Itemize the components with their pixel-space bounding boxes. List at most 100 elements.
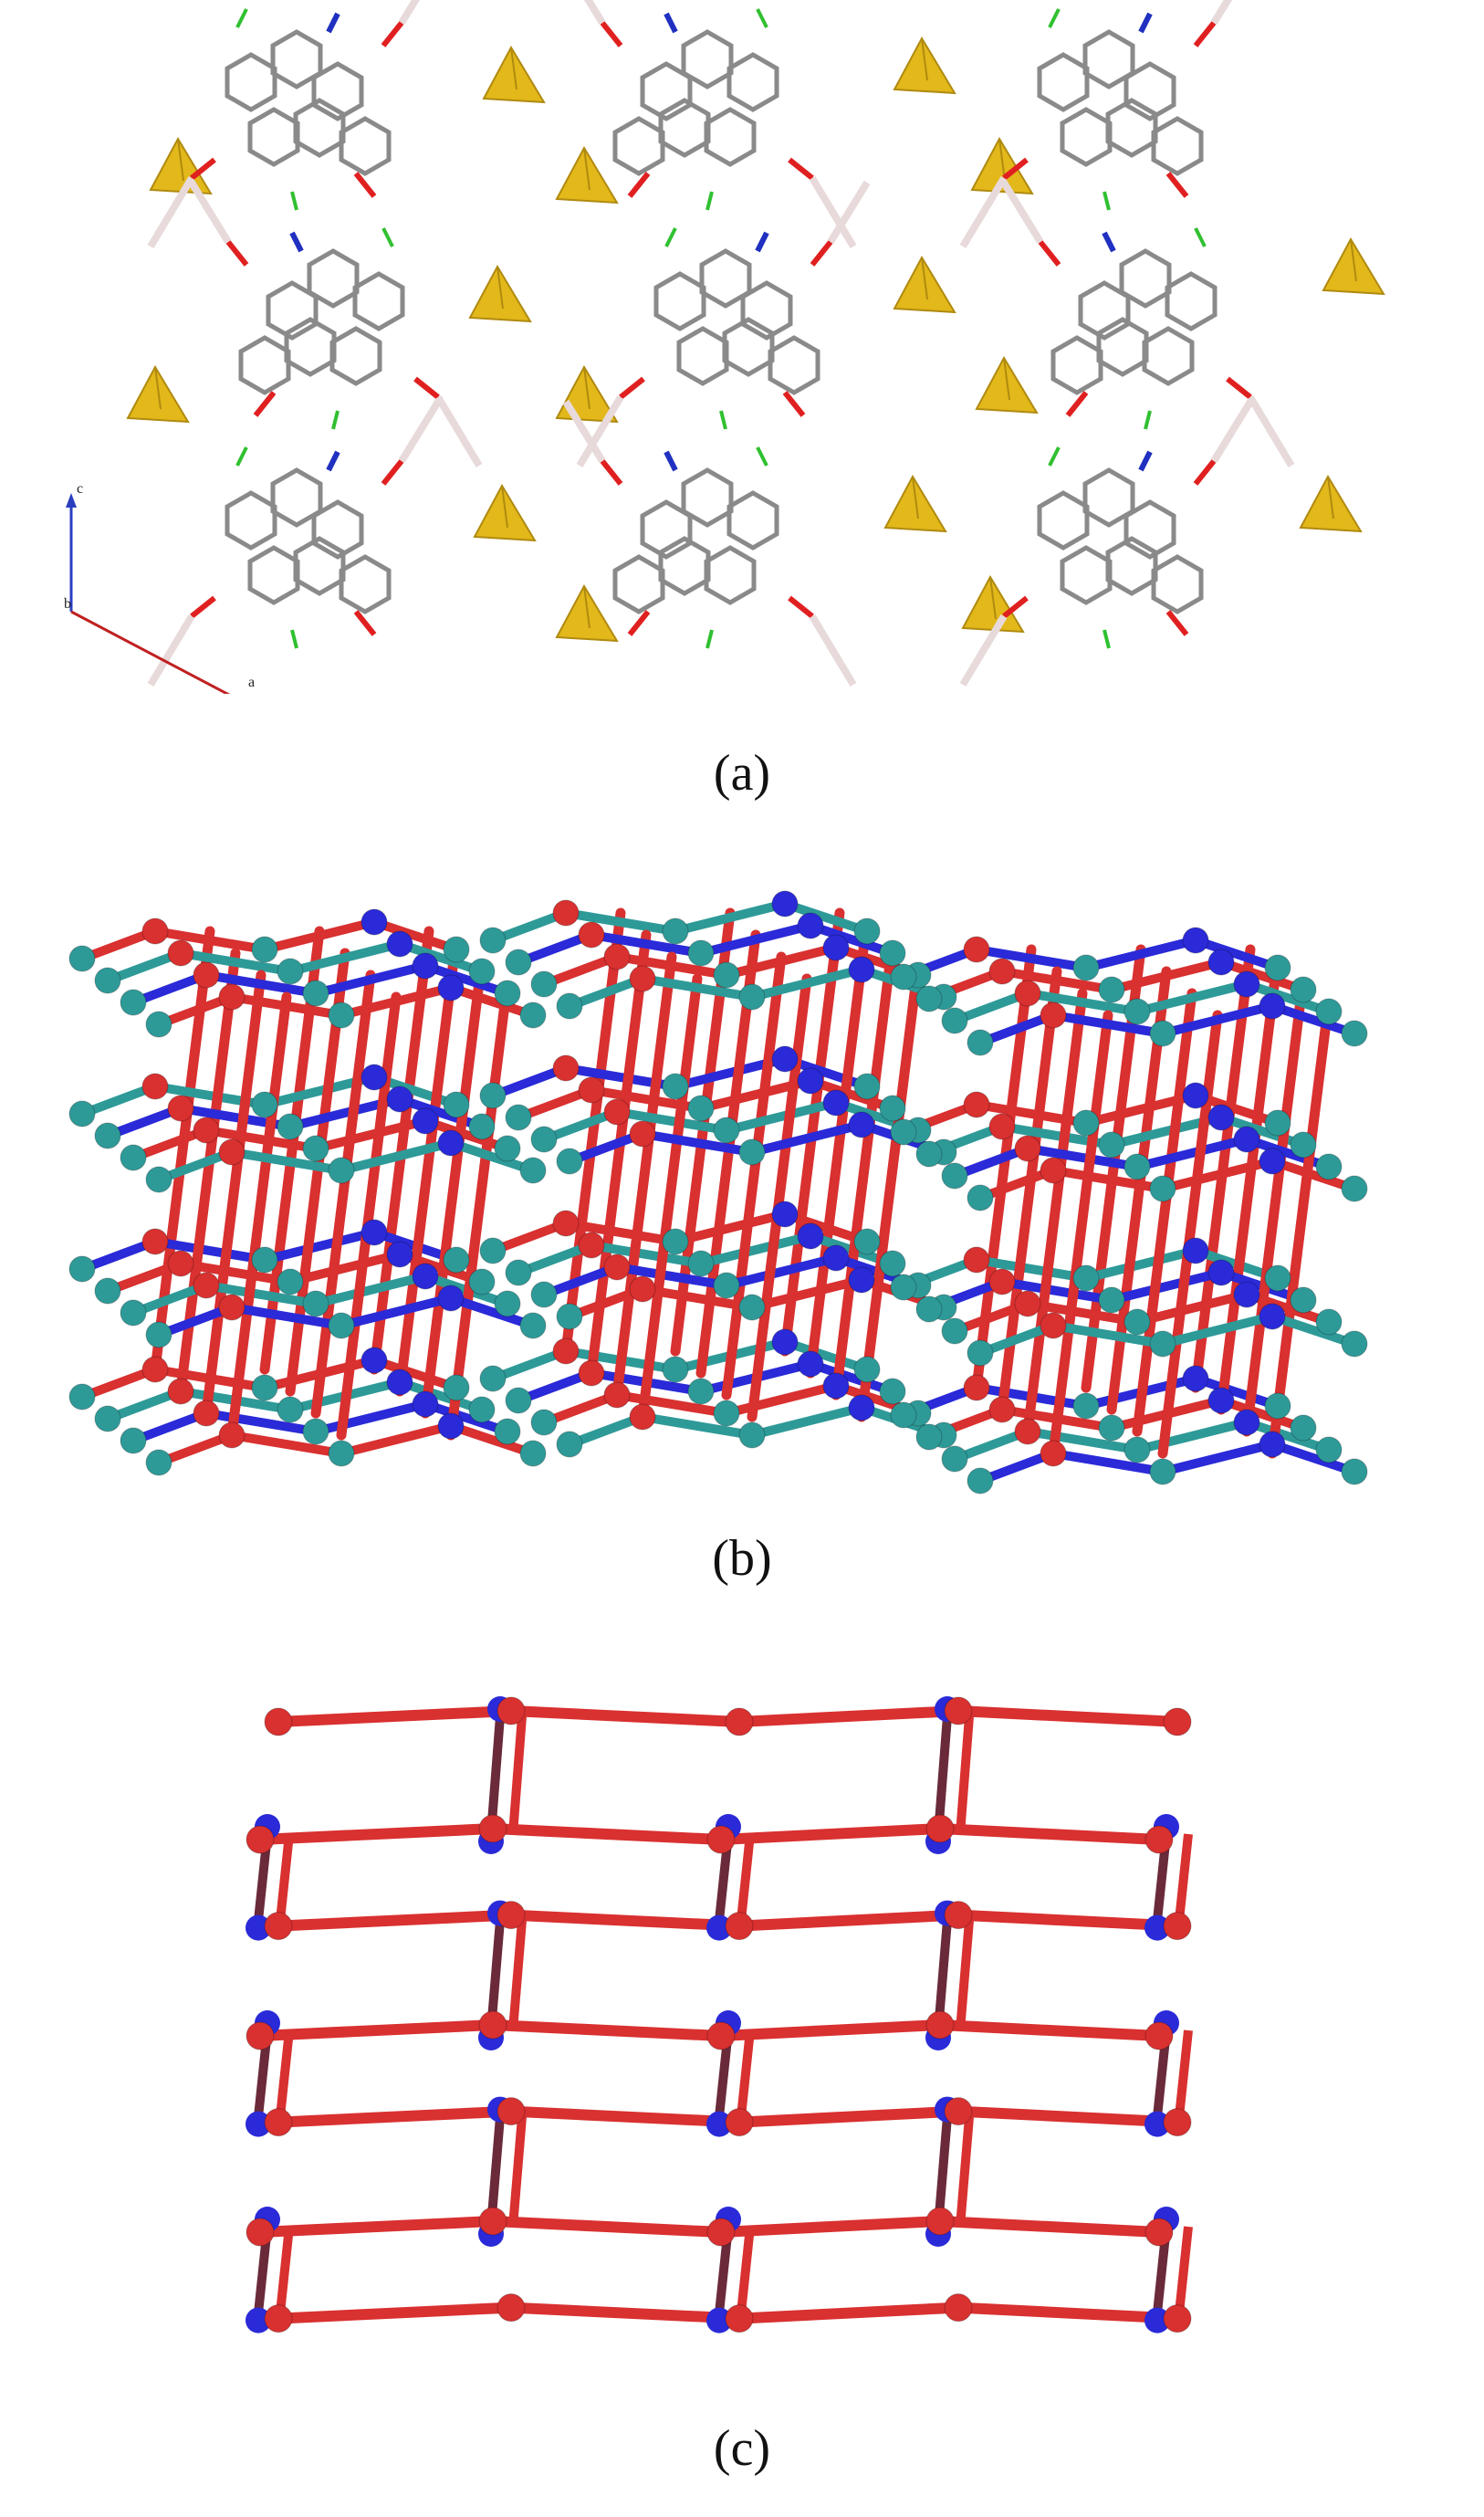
network-node — [1290, 1131, 1317, 1159]
ring — [329, 326, 382, 386]
network-node — [890, 963, 917, 991]
network-node — [797, 1350, 824, 1378]
red-strut — [779, 907, 845, 1357]
network-node — [328, 1312, 355, 1339]
network-node — [771, 890, 799, 918]
linker-bond — [434, 394, 483, 468]
red-node — [925, 2010, 955, 2040]
red-node — [925, 1814, 955, 1843]
network-node — [193, 961, 220, 989]
network-node — [468, 1113, 496, 1140]
linker-bond — [1000, 180, 1044, 245]
oxygen-bond — [810, 240, 833, 267]
network-node — [437, 1129, 465, 1157]
network-node — [1098, 1286, 1125, 1314]
network-node — [479, 1365, 507, 1392]
network-node — [1014, 1135, 1041, 1162]
network-node — [328, 1440, 355, 1467]
network-node — [412, 952, 439, 980]
red-strut — [1267, 1010, 1332, 1459]
red-strut — [226, 991, 292, 1441]
network-node — [443, 1374, 470, 1401]
network-node — [302, 1135, 329, 1162]
network-node — [1290, 976, 1317, 1003]
network-node — [853, 1228, 881, 1255]
network-node — [519, 1440, 547, 1467]
linker-bond — [1210, 0, 1233, 26]
fluorine-bond — [1144, 410, 1152, 430]
network-node — [988, 1396, 1016, 1423]
rung-bond — [956, 1920, 974, 2031]
linker-bond — [562, 399, 606, 464]
network-node — [988, 1268, 1016, 1295]
red-node — [1144, 2021, 1174, 2050]
fluorine-bond — [664, 227, 677, 247]
network-node — [145, 1321, 172, 1348]
network-node — [1233, 970, 1260, 998]
blue-node — [706, 2111, 732, 2137]
network-node — [505, 1104, 532, 1131]
network-node — [1182, 1237, 1209, 1264]
network-node — [967, 1339, 994, 1367]
ring — [1082, 467, 1135, 528]
network-node — [302, 1290, 329, 1317]
linker-bond — [959, 614, 1008, 687]
red-node — [706, 2021, 736, 2050]
nitrogen-bond — [326, 12, 340, 34]
network-node — [386, 1085, 413, 1113]
network-node — [141, 1228, 169, 1255]
linker-bond — [576, 394, 624, 468]
rung-bond — [737, 2226, 755, 2314]
panel-c-layer-diagram — [0, 1662, 1484, 2374]
network-node — [1207, 1104, 1235, 1131]
tetrahedron-edge — [998, 138, 1006, 182]
network-node — [771, 1201, 799, 1228]
network-node — [1264, 1392, 1291, 1420]
network-node — [519, 1312, 547, 1339]
molecule-unit — [576, 180, 871, 468]
red-node — [725, 2304, 754, 2333]
network-node — [1341, 1020, 1368, 1047]
network-node — [145, 1011, 172, 1038]
network-node — [879, 1378, 906, 1405]
network-node — [193, 1272, 220, 1299]
network-node — [1315, 1436, 1343, 1463]
network-node — [328, 1157, 355, 1184]
molecule-unit — [959, 0, 1233, 249]
network-node — [552, 1337, 580, 1365]
red-strut — [369, 926, 434, 1375]
network-node — [443, 1246, 470, 1274]
fluorine-bond — [756, 446, 768, 467]
network-node — [578, 921, 605, 949]
rung-bond — [956, 1715, 974, 1835]
ring — [640, 499, 693, 560]
network-node — [1259, 1303, 1286, 1330]
network-node — [479, 1082, 507, 1109]
rung-bond — [1175, 2226, 1193, 2314]
network-node — [853, 918, 881, 945]
fluorine-bond — [1048, 446, 1061, 467]
network-node — [412, 1107, 439, 1135]
network-node — [1341, 1175, 1368, 1202]
ring — [339, 554, 392, 614]
ring — [311, 499, 364, 560]
tetrahedron-edge — [154, 366, 162, 410]
network-node — [556, 1148, 583, 1175]
linker-bond — [809, 175, 857, 249]
network-node — [963, 1091, 990, 1118]
network-node — [879, 939, 906, 967]
network-node — [1014, 1418, 1041, 1445]
network-node — [1040, 1157, 1067, 1184]
network-node — [738, 1421, 766, 1449]
tetrahedron-edge — [989, 576, 997, 620]
ring — [1037, 490, 1090, 551]
ring — [293, 98, 346, 158]
network-node — [552, 1210, 580, 1237]
red-strut — [1216, 966, 1281, 1415]
ring — [699, 248, 752, 309]
ring — [612, 554, 665, 614]
network-node — [890, 1401, 917, 1429]
axis-a-line — [70, 610, 231, 694]
red-node — [1144, 2218, 1174, 2247]
network-node — [193, 1117, 220, 1144]
